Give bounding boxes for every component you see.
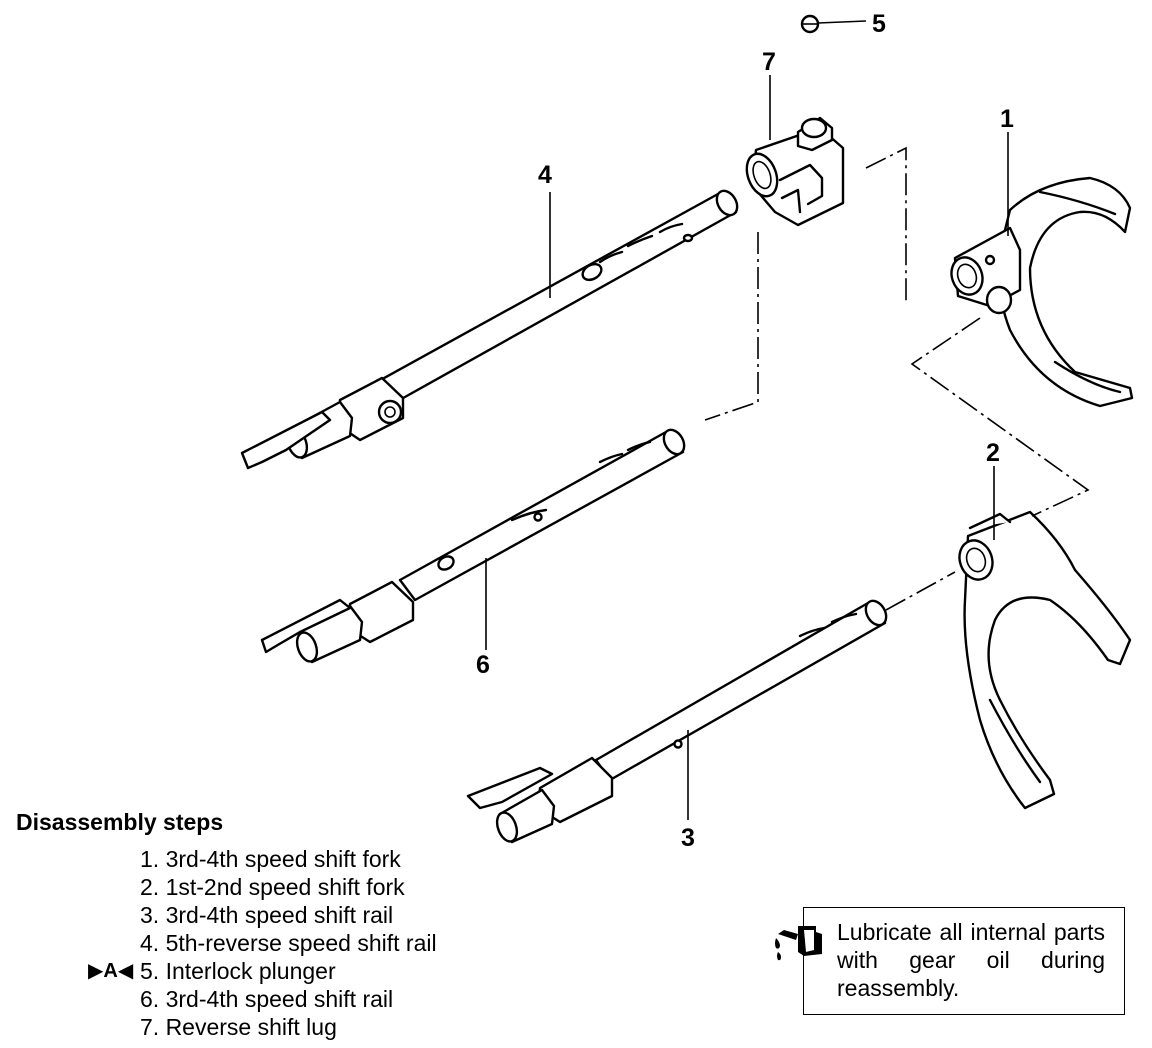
callout-4: 4 bbox=[538, 161, 552, 189]
step-item: 2. 1st-2nd speed shift fork bbox=[140, 873, 437, 901]
lubrication-note-text: Lubricate all internal parts with gear o… bbox=[837, 919, 1105, 1001]
step-text: 7. Reverse shift lug bbox=[140, 1014, 337, 1040]
step-item: 1. 3rd-4th speed shift fork bbox=[140, 845, 437, 873]
callout-2: 2 bbox=[986, 439, 1000, 467]
step-text: 6. 3rd-4th speed shift rail bbox=[140, 986, 394, 1012]
third-fourth-shift-fork bbox=[950, 132, 1134, 408]
callout-6: 6 bbox=[476, 651, 490, 679]
service-point-a-marker: ▶A◀ bbox=[88, 960, 134, 982]
callout-3: 3 bbox=[681, 824, 695, 852]
step-item: 6. 3rd-4th speed shift rail bbox=[140, 985, 437, 1013]
interlock-plunger bbox=[800, 14, 867, 34]
step-item: 4. 5th-reverse speed shift rail bbox=[140, 929, 437, 957]
callout-1: 1 bbox=[1000, 105, 1014, 133]
step-text: 3. 3rd-4th speed shift rail bbox=[140, 902, 394, 928]
step-text: 4. 5th-reverse speed shift rail bbox=[140, 930, 437, 956]
fifth-reverse-shift-rail bbox=[240, 189, 739, 470]
reverse-shift-lug bbox=[745, 75, 845, 227]
step-text: 1. 3rd-4th speed shift fork bbox=[140, 846, 401, 872]
lubrication-note-box bbox=[803, 907, 1125, 1015]
shift-rail-lower bbox=[466, 599, 888, 844]
shift-rail-upper bbox=[260, 428, 686, 664]
step-text: 2. 1st-2nd speed shift fork bbox=[140, 874, 405, 900]
callout-5: 5 bbox=[872, 10, 886, 38]
oil-can-icon bbox=[775, 926, 822, 961]
disassembly-steps-title: Disassembly steps bbox=[16, 809, 224, 835]
disassembly-steps-list: 1. 3rd-4th speed shift fork 2. 1st-2nd s… bbox=[88, 845, 437, 1041]
step-item: ▶A◀ 5. Interlock plunger bbox=[88, 957, 437, 985]
callout-7: 7 bbox=[762, 48, 776, 76]
step-item: 7. Reverse shift lug bbox=[140, 1013, 437, 1041]
assembly-center-lines bbox=[704, 146, 1090, 611]
step-item: 3. 3rd-4th speed shift rail bbox=[140, 901, 437, 929]
first-second-shift-fork bbox=[958, 466, 1132, 810]
step-text: 5. Interlock plunger bbox=[140, 958, 336, 984]
